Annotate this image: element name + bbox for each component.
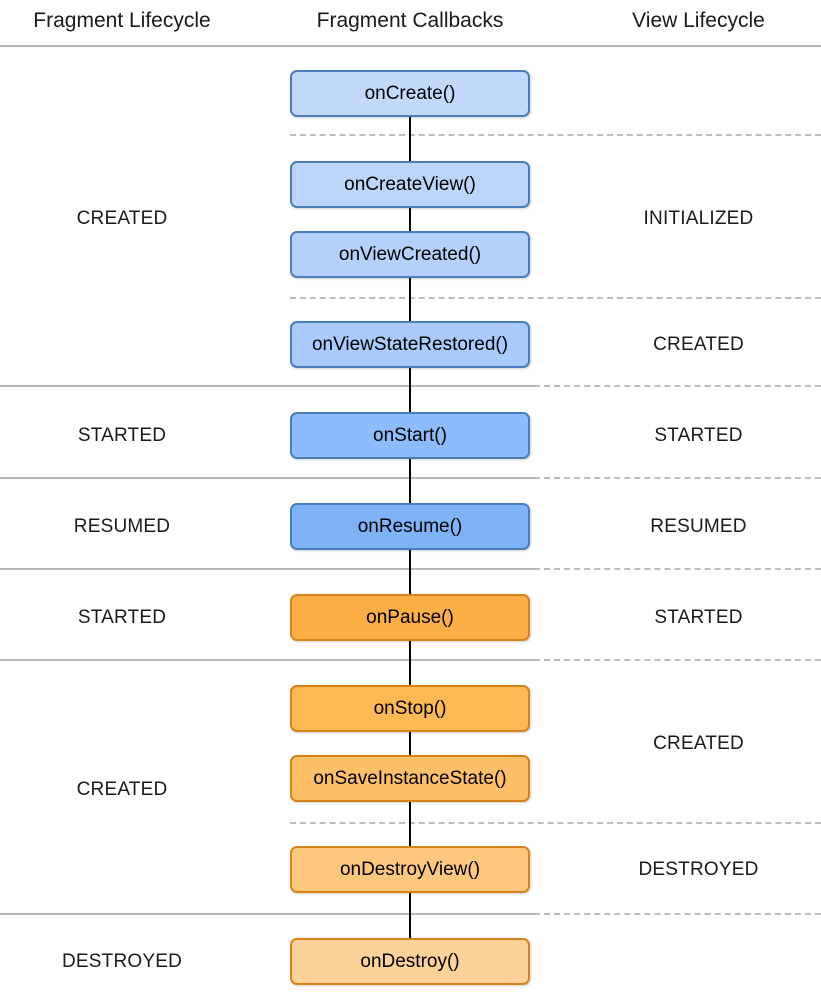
separator-dashed-3 <box>290 822 821 824</box>
callback-box-onstop[interactable]: onStop() <box>290 685 530 732</box>
callback-label: onPause() <box>366 606 454 628</box>
fragment-state-created-1: CREATED <box>76 208 168 229</box>
separator-split-1-dashed <box>534 385 821 387</box>
column-header-row: Fragment Lifecycle Fragment Callbacks Vi… <box>0 0 821 46</box>
callback-label: onCreateView() <box>344 173 476 195</box>
callback-label: onViewCreated() <box>338 243 482 265</box>
callback-label: onDestroy() <box>360 950 460 972</box>
callback-box-onsaveinstancestate[interactable]: onSaveInstanceState() <box>290 755 530 802</box>
separator-split-5-solid <box>0 913 534 915</box>
fragment-state-resumed: RESUMED <box>73 516 171 537</box>
header-divider <box>0 45 821 47</box>
separator-split-1-solid <box>0 385 534 387</box>
view-state-destroyed: DESTROYED <box>638 859 759 880</box>
callback-label: onResume() <box>357 515 463 537</box>
callback-label: onDestroyView() <box>339 858 481 880</box>
callback-box-oncreate[interactable]: onCreate() <box>290 70 530 117</box>
callback-label: onCreate() <box>364 82 456 104</box>
callback-box-onresume[interactable]: onResume() <box>290 503 530 550</box>
fragment-state-destroyed: DESTROYED <box>61 951 183 972</box>
separator-dashed-1 <box>290 134 821 136</box>
view-state-resumed: RESUMED <box>650 516 747 537</box>
callback-label: onViewStateRestored() <box>311 333 509 355</box>
callback-box-ondestroyview[interactable]: onDestroyView() <box>290 846 530 893</box>
view-state-created-2: CREATED <box>653 733 744 754</box>
column-header-fragment-lifecycle: Fragment Lifecycle <box>33 9 211 32</box>
callback-box-oncreateview[interactable]: onCreateView() <box>290 161 530 208</box>
separator-split-3-dashed <box>534 568 821 570</box>
callback-box-onstart[interactable]: onStart() <box>290 412 530 459</box>
fragment-state-created-2: CREATED <box>76 779 168 800</box>
separator-split-4-dashed <box>534 659 821 661</box>
view-state-initialized: INITIALIZED <box>643 208 754 229</box>
callback-label: onStop() <box>373 697 447 719</box>
view-state-started-1: STARTED <box>654 425 743 446</box>
view-state-created-1: CREATED <box>653 334 744 355</box>
callback-label: onSaveInstanceState() <box>313 767 507 789</box>
fragment-state-started-1: STARTED <box>77 425 167 446</box>
separator-split-2-dashed <box>534 477 821 479</box>
column-header-view-lifecycle: View Lifecycle <box>632 9 765 32</box>
separator-split-2-solid <box>0 477 534 479</box>
column-header-fragment-callbacks: Fragment Callbacks <box>316 9 504 32</box>
callback-label: onStart() <box>373 424 447 446</box>
separator-split-3-solid <box>0 568 534 570</box>
fragment-state-started-2: STARTED <box>77 607 167 628</box>
callback-box-ondestroy[interactable]: onDestroy() <box>290 938 530 985</box>
callback-box-onviewstaterestored[interactable]: onViewStateRestored() <box>290 321 530 368</box>
separator-split-5-dashed <box>534 913 821 915</box>
callback-box-onpause[interactable]: onPause() <box>290 594 530 641</box>
callback-box-onviewcreated[interactable]: onViewCreated() <box>290 231 530 278</box>
view-state-started-2: STARTED <box>654 607 743 628</box>
separator-dashed-2 <box>290 297 821 299</box>
separator-split-4-solid <box>0 659 534 661</box>
